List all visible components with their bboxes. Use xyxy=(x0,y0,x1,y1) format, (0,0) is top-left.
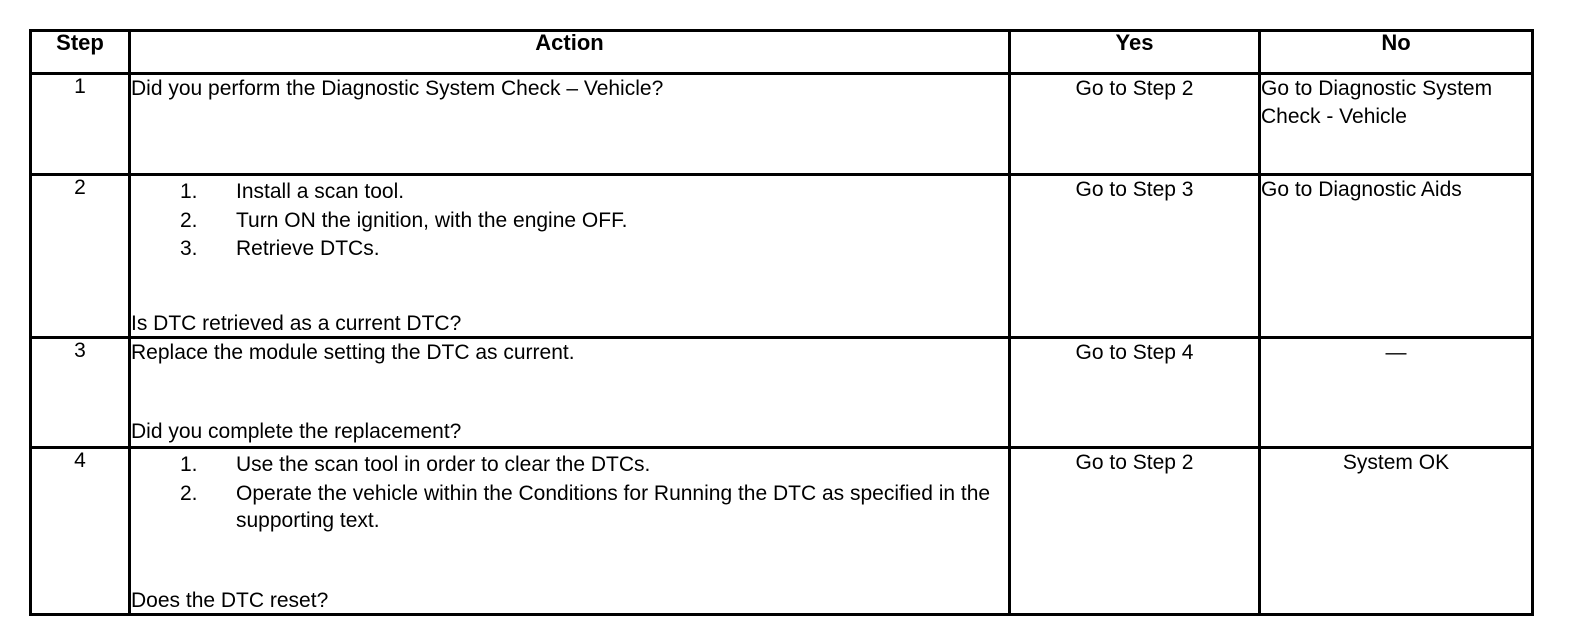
list-item: 2. Operate the vehicle within the Condit… xyxy=(131,480,1008,535)
column-header-action-label: Action xyxy=(535,30,604,55)
action-question-text: Does the DTC reset? xyxy=(131,589,329,613)
yes-answer-text: Go to Step 2 xyxy=(1075,451,1194,474)
action-content: Did you perform the Diagnostic System Ch… xyxy=(131,75,1008,173)
table-row: 2 1. Install a scan tool. 2. Turn ON the… xyxy=(29,173,1534,339)
action-content: Replace the module setting the DTC as cu… xyxy=(131,339,1008,446)
table-row: 4 1. Use the scan tool in order to clear… xyxy=(29,446,1534,616)
action-content: 1. Use the scan tool in order to clear t… xyxy=(131,451,1008,615)
list-item-number: 3. xyxy=(180,237,198,261)
step-number: 2 xyxy=(74,176,86,199)
list-item-text: Use the scan tool in order to clear the … xyxy=(236,453,651,476)
action-lead-text: Replace the module setting the DTC as cu… xyxy=(131,341,575,364)
step-number: 3 xyxy=(74,339,86,362)
list-item-text: Turn ON the ignition, with the engine OF… xyxy=(236,208,628,232)
yes-answer-text: Go to Step 2 xyxy=(1075,77,1194,100)
no-answer-text: Go to Diagnostic Aids xyxy=(1261,178,1462,201)
action-lead-text: Did you perform the Diagnostic System Ch… xyxy=(131,77,664,100)
column-header-yes: Yes xyxy=(1008,29,1261,75)
action-content: 1. Install a scan tool. 2. Turn ON the i… xyxy=(131,178,1008,338)
list-item: 1. Use the scan tool in order to clear t… xyxy=(131,451,1008,479)
list-item-text: Operate the vehicle within the Condition… xyxy=(236,481,991,533)
list-item: 2. Turn ON the ignition, with the engine… xyxy=(131,207,1008,235)
list-item-number: 1. xyxy=(180,180,198,203)
no-answer-cell: Go to Diagnostic System Check - Vehicle xyxy=(1258,72,1534,176)
action-cell: Did you perform the Diagnostic System Ch… xyxy=(128,72,1011,176)
no-answer-text: — xyxy=(1385,341,1407,364)
step-number-cell: 3 xyxy=(29,336,131,449)
column-header-action: Action xyxy=(128,29,1011,75)
column-header-no-label: No xyxy=(1381,30,1411,55)
no-answer-text: System OK xyxy=(1342,451,1450,474)
step-number-cell: 1 xyxy=(29,72,131,176)
column-header-yes-label: Yes xyxy=(1115,30,1154,55)
step-number: 1 xyxy=(74,75,86,98)
table-row: 1 Did you perform the Diagnostic System … xyxy=(29,72,1534,176)
action-cell: 1. Use the scan tool in order to clear t… xyxy=(128,446,1011,616)
table-header: Step Action Yes No xyxy=(29,29,1534,75)
no-answer-cell: — xyxy=(1258,336,1534,449)
list-item-number: 2. xyxy=(180,481,198,505)
list-item-number: 1. xyxy=(180,453,198,476)
action-question-text: Did you complete the replacement? xyxy=(131,420,462,444)
table-row: 3 Replace the module setting the DTC as … xyxy=(29,336,1534,449)
yes-answer-cell: Go to Step 2 xyxy=(1008,446,1261,616)
yes-answer-text: Go to Step 3 xyxy=(1075,178,1194,201)
no-answer-cell: Go to Diagnostic Aids xyxy=(1258,173,1534,339)
action-cell: Replace the module setting the DTC as cu… xyxy=(128,336,1011,449)
list-item: 3. Retrieve DTCs. xyxy=(131,235,1008,263)
no-answer-cell: System OK xyxy=(1258,446,1534,616)
list-item-number: 2. xyxy=(180,208,198,232)
step-number-cell: 4 xyxy=(29,446,131,616)
yes-answer-text: Go to Step 4 xyxy=(1075,341,1194,364)
yes-answer-cell: Go to Step 4 xyxy=(1008,336,1261,449)
column-header-step: Step xyxy=(29,29,131,75)
yes-answer-cell: Go to Step 3 xyxy=(1008,173,1261,339)
step-number: 4 xyxy=(74,449,86,472)
list-item-text: Retrieve DTCs. xyxy=(236,237,380,261)
column-header-no: No xyxy=(1258,29,1534,75)
list-item-text: Install a scan tool. xyxy=(236,180,405,203)
no-answer-text: Go to Diagnostic System Check - Vehicle xyxy=(1261,77,1493,128)
step-number-cell: 2 xyxy=(29,173,131,339)
column-header-step-label: Step xyxy=(56,30,104,55)
action-step-list: 1. Install a scan tool. 2. Turn ON the i… xyxy=(131,178,1008,263)
action-step-list: 1. Use the scan tool in order to clear t… xyxy=(131,451,1008,535)
yes-answer-cell: Go to Step 2 xyxy=(1008,72,1261,176)
diagnostic-decision-table: Step Action Yes No 1 xyxy=(29,29,1534,616)
table-body: 1 Did you perform the Diagnostic System … xyxy=(29,72,1534,616)
header-row: Step Action Yes No xyxy=(29,29,1534,75)
action-question-text: Is DTC retrieved as a current DTC? xyxy=(131,312,462,336)
list-item: 1. Install a scan tool. xyxy=(131,178,1008,206)
diagnostic-table-container: Step Action Yes No 1 xyxy=(29,29,1534,616)
action-cell: 1. Install a scan tool. 2. Turn ON the i… xyxy=(128,173,1011,339)
